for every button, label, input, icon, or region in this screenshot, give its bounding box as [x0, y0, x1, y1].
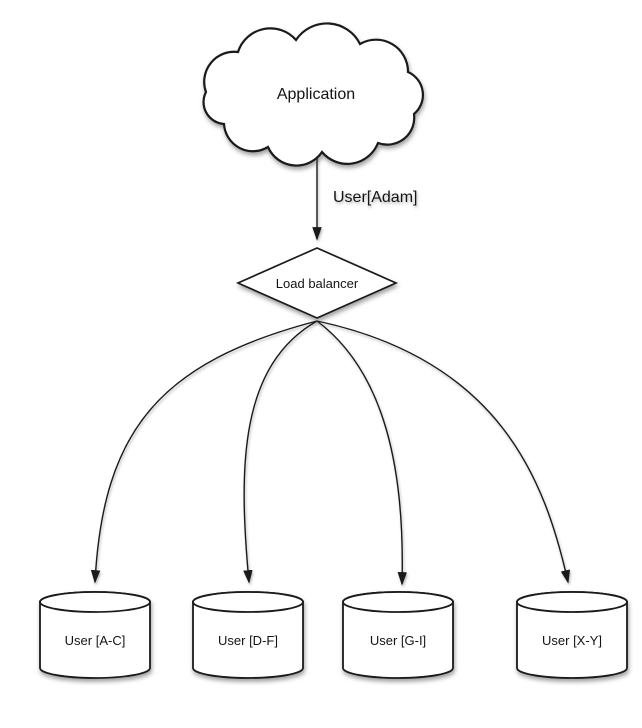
- edge-application-to-loadbalancer: User[Adam]: [312, 157, 417, 241]
- db-node-user-d-f: User [D-F]: [192, 591, 304, 679]
- cloud-shape: [202, 22, 424, 167]
- diamond-shape: [235, 247, 399, 319]
- db-user-x-y-label: User [X-Y]: [542, 633, 602, 648]
- load-balancer-label: Load balancer: [276, 276, 359, 291]
- cylinder-top: [39, 591, 151, 613]
- edge-curve: [90, 320, 318, 584]
- load-balancer-node: Load balancer: [235, 247, 399, 319]
- application-label: Application: [277, 86, 355, 103]
- db-node-user-x-y: User [X-Y]: [516, 591, 628, 679]
- cylinder-top: [192, 591, 304, 613]
- db-node-user-g-i: User [G-I]: [342, 591, 454, 679]
- db-user-a-c-label: User [A-C]: [65, 633, 126, 648]
- edge-loadbalancer-to-db-x-y: [316, 320, 571, 584]
- db-user-g-i-label: User [G-I]: [370, 633, 426, 648]
- db-user-d-f-label: User [D-F]: [218, 633, 278, 648]
- db-node-user-a-c: User [A-C]: [39, 591, 151, 679]
- edge-user-adam-label: User[Adam]: [333, 189, 417, 206]
- edge-curve: [316, 320, 408, 586]
- edge-curve: [243, 320, 318, 584]
- edge-curve: [316, 320, 571, 584]
- cylinder-top: [342, 591, 454, 613]
- application-node: Application: [202, 22, 424, 167]
- cylinder-top: [516, 591, 628, 613]
- edge-loadbalancer-to-db-g-i: [316, 320, 408, 586]
- edge-loadbalancer-to-db-d-f: [243, 320, 318, 584]
- edge-loadbalancer-to-db-a-c: [90, 320, 318, 584]
